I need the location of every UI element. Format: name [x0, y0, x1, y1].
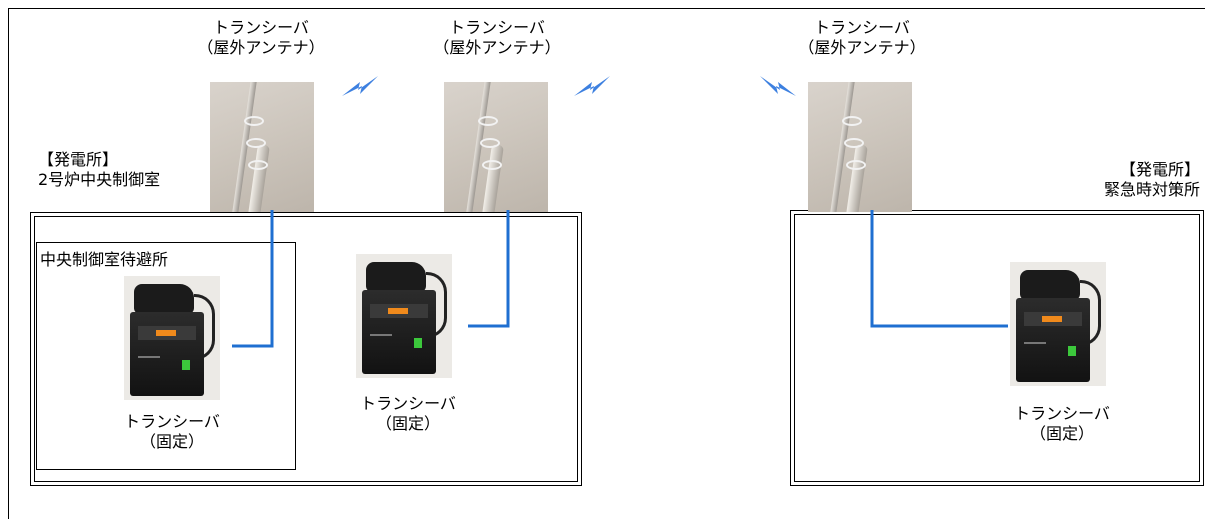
radio-3-label: トランシーバ （固定）: [1014, 404, 1110, 443]
shelter-box: [36, 242, 296, 470]
microphone: [366, 262, 426, 292]
radio-1-label: トランシーバ （固定）: [124, 412, 220, 451]
power-led: [1068, 346, 1076, 356]
control-room-box: [30, 212, 582, 486]
antenna-3-label: トランシーバ （屋外アンテナ）: [798, 18, 926, 57]
antenna-2-photo: [444, 82, 548, 212]
wireless-link-icon: [342, 76, 378, 96]
wireless-link-icon: [760, 76, 796, 96]
left-station-label: 【発電所】 2号炉中央制御室: [38, 150, 161, 189]
wireless-link-icon: [574, 76, 610, 96]
radio-unit: [130, 312, 204, 396]
right-station-label: 【発電所】 緊急時対策所: [1103, 160, 1200, 199]
figure-frame: [8, 8, 1205, 519]
cable-antenna-2-to-radio-2: [468, 210, 510, 328]
antenna-2-label: トランシーバ （屋外アンテナ）: [433, 18, 561, 57]
cable-antenna-3-to-radio-3: [870, 210, 1008, 328]
radio-1-photo: [124, 276, 220, 400]
shelter-label: 中央制御室待避所: [40, 250, 169, 269]
microphone: [1020, 270, 1080, 300]
antenna-3-photo: [808, 82, 912, 212]
radio-display: [156, 330, 176, 336]
radio-2-photo: [356, 254, 452, 378]
power-led: [414, 338, 422, 348]
radio-3-photo: [1010, 262, 1106, 386]
radio-display: [388, 308, 408, 314]
antenna-1-label: トランシーバ （屋外アンテナ）: [197, 18, 325, 57]
antenna-1-photo: [210, 82, 314, 212]
radio-unit: [1016, 298, 1090, 382]
power-led: [182, 360, 190, 370]
radio-unit: [362, 290, 436, 374]
emergency-center-box: [790, 210, 1204, 486]
radio-2-label: トランシーバ （固定）: [360, 394, 456, 433]
microphone: [134, 284, 194, 314]
radio-display: [1042, 316, 1062, 322]
cable-antenna-1-to-radio-1: [232, 210, 274, 348]
